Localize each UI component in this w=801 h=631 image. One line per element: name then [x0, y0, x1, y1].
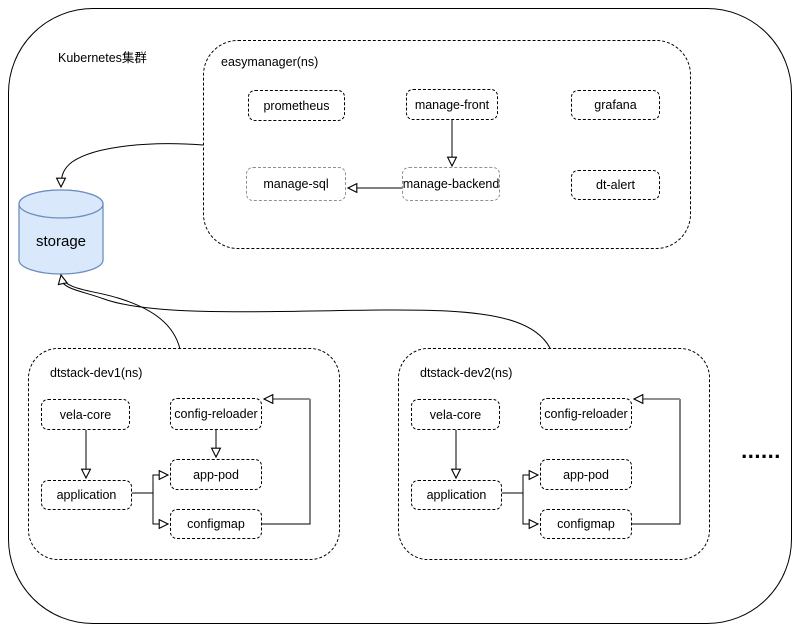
namespace-easymanager	[203, 40, 691, 249]
node-dev2-configmap: configmap	[540, 509, 632, 539]
node-dev1-configmap: configmap	[170, 509, 262, 539]
node-dev1-config-reloader: config-reloader	[170, 398, 262, 430]
node-dev1-application: application	[41, 480, 132, 510]
node-dev2-app-pod: app-pod	[540, 459, 632, 490]
storage-label: storage	[35, 233, 87, 250]
node-prometheus: prometheus	[248, 90, 345, 121]
node-dev1-app-pod: app-pod	[170, 459, 262, 490]
cluster-title: Kubernetes集群	[58, 51, 147, 65]
cylinder-shape	[18, 189, 104, 275]
namespace-dtstack-dev1	[28, 348, 340, 560]
node-grafana: grafana	[571, 90, 660, 120]
node-dt-alert: dt-alert	[571, 170, 660, 200]
namespace-dtstack-dev2	[398, 348, 710, 560]
node-manage-sql: manage-sql	[246, 167, 346, 201]
node-dev2-config-reloader: config-reloader	[540, 398, 632, 430]
namespace-easymanager-label: easymanager(ns)	[221, 55, 319, 69]
more-namespaces-ellipsis: ......	[741, 438, 781, 463]
namespace-dtstack-dev2-label: dtstack-dev2(ns)	[420, 366, 513, 380]
namespace-dtstack-dev1-label: dtstack-dev1(ns)	[50, 366, 143, 380]
node-dev1-vela-core: vela-core	[41, 399, 130, 430]
node-dev2-vela-core: vela-core	[411, 399, 500, 430]
node-manage-front: manage-front	[406, 89, 498, 120]
node-manage-backend: manage-backend	[402, 167, 500, 201]
node-dev2-application: application	[411, 480, 502, 510]
storage-cylinder	[17, 188, 105, 278]
